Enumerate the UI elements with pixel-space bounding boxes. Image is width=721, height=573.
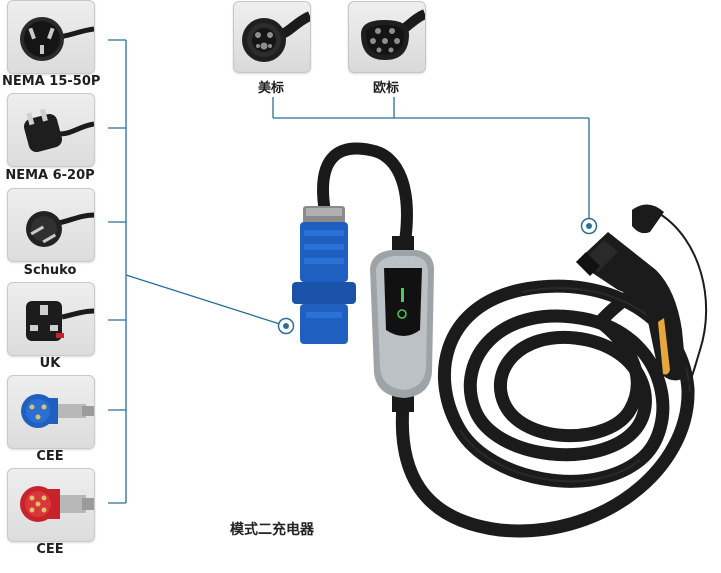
plug-label-nema-15-50p: NEMA 15-50P [2, 74, 101, 89]
plug-tile-nema-15-50p [7, 0, 95, 74]
plug-tile-nema-6-20p [7, 93, 95, 167]
ev-connector [576, 204, 708, 389]
plug-label-cee-blue: CEE [36, 449, 64, 464]
plug-label-cee-red: CEE [36, 542, 64, 557]
plug-callout-marker [277, 317, 295, 335]
plug-tile-cee-blue [7, 375, 95, 449]
plug-label-uk: UK [39, 356, 61, 371]
nema-14-50-plug-icon [20, 17, 94, 61]
plug-tile-uk [7, 282, 95, 356]
blue-cee-plug [292, 206, 356, 344]
plug-label-schuko: Schuko [23, 263, 77, 278]
charger-caption: 模式二充电器 [230, 522, 314, 538]
connector-tile-type1 [233, 1, 311, 73]
schuko-plug-icon [26, 211, 94, 247]
connector-label-type2: 欧标 [372, 81, 399, 96]
uk-plug-icon [26, 301, 94, 341]
connector-label-type1: 美标 [257, 81, 284, 96]
cee-red-plug-icon [20, 486, 94, 522]
nema-6-20-plug-icon [23, 108, 94, 153]
connector-callout-marker [580, 217, 598, 235]
plug-tile-schuko [7, 188, 95, 262]
plug-label-nema-6-20p: NEMA 6-20P [5, 168, 95, 183]
type1-connector-icon [242, 11, 310, 62]
control-box [370, 236, 434, 412]
cee-blue-plug-icon [21, 394, 94, 428]
connector-tile-type2 [348, 1, 426, 73]
plug-tile-cee-red [7, 468, 95, 542]
type2-connector-icon [361, 9, 425, 60]
